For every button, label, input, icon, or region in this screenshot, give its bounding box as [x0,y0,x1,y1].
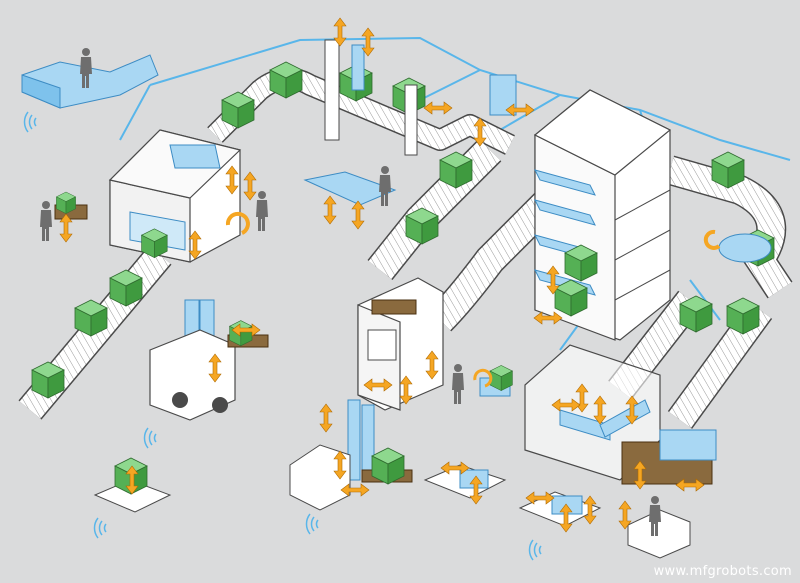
wireless-signal-icon [528,539,542,561]
pallet-container [357,277,444,411]
agv-convoy [423,461,602,561]
move-arrow-icon [323,195,337,225]
autonomous-forklift [143,299,269,449]
wireless-signal-icon [143,427,157,449]
worker-figure-icon [256,191,268,231]
gantry-lift-top [324,17,535,156]
rotate-arrow-icon [703,229,721,250]
wireless-signal-icon [93,517,107,539]
move-arrow-icon [319,403,333,433]
agv-with-box [93,457,172,539]
robotic-cell [524,344,717,492]
worker-figure-icon [379,166,391,206]
reception-workstation [21,48,159,133]
move-arrow-icon [423,101,453,115]
rotate-arrow-icon [473,368,493,388]
move-arrow-icon [351,200,365,230]
boxes-left-conveyor [31,269,143,399]
rotary-table [703,229,772,263]
pallet-station-left [40,191,88,243]
pallet-truck-operator [618,496,691,559]
worker-cart-station [452,364,513,404]
worker-figure-icon [452,364,464,404]
reach-truck [289,399,413,535]
rotate-arrow-icon [225,211,250,235]
assembly-workstation [303,166,397,230]
watermark-text: www.mfgrobots.com [653,564,792,579]
wireless-signal-icon [23,111,37,133]
worker-figure-icon [40,201,52,241]
move-arrow-icon [243,171,257,201]
wireless-signal-icon [305,513,319,535]
processing-machine [108,129,268,263]
storage-tower [533,89,672,341]
